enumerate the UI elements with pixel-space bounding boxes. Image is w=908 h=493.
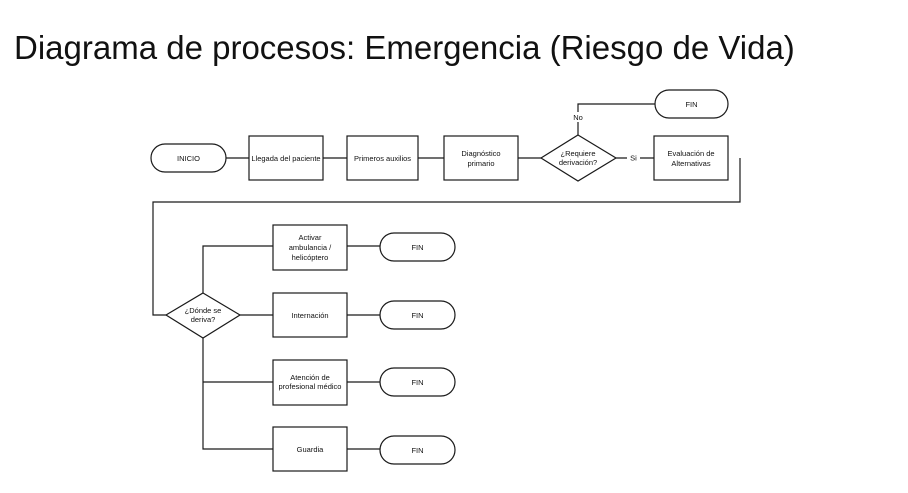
node-ambulance-label-1: Activar <box>299 233 322 242</box>
node-diagnosis-label-1: Diagnóstico <box>461 149 500 158</box>
node-evaluation: Evaluación de Alternativas <box>653 135 729 181</box>
node-evaluation-label-1: Evaluación de <box>667 149 714 158</box>
node-start: INICIO <box>150 143 227 173</box>
node-needs-referral-label-2: derivación? <box>559 158 597 167</box>
node-end-2-label: FIN <box>411 311 423 320</box>
edge-label-bg-yes <box>627 153 640 163</box>
node-start-label: INICIO <box>177 154 200 163</box>
connector-decision-no <box>577 103 655 135</box>
node-end-3-label: FIN <box>411 378 423 387</box>
node-end-top: FIN <box>654 89 729 119</box>
node-arrival-label: Llegada del paciente <box>251 154 320 163</box>
node-guard: Guardia <box>272 426 348 472</box>
node-where-referred-label-2: deriva? <box>191 315 216 324</box>
node-needs-referral: ¿Requiere derivación? <box>539 134 618 182</box>
node-arrival: Llegada del paciente <box>248 135 324 181</box>
node-evaluation-label-2: Alternativas <box>671 159 710 168</box>
node-first-aid-label: Primeros auxilios <box>354 154 411 163</box>
node-end-3: FIN <box>379 367 456 397</box>
edge-label-yes: Si <box>630 154 637 163</box>
node-professional-label-1: Atención de <box>290 373 330 382</box>
node-ambulance: Activar ambulancia / helicóptero <box>272 224 348 271</box>
edge-label-bg-no <box>571 112 585 122</box>
node-hospitalization-label: Internación <box>291 311 328 320</box>
connector-evaluation-where <box>152 158 741 316</box>
node-ambulance-label-3: helicóptero <box>292 253 329 262</box>
node-end-top-label: FIN <box>685 100 697 109</box>
node-end-1: FIN <box>379 232 456 262</box>
node-hospitalization: Internación <box>272 292 348 338</box>
node-end-2: FIN <box>379 300 456 330</box>
node-where-referred-label-1: ¿Dónde se <box>185 306 222 315</box>
node-needs-referral-label-1: ¿Requiere <box>560 149 595 158</box>
node-diagnosis: Diagnóstico primario <box>443 135 519 181</box>
connector-where-lower <box>202 338 273 450</box>
node-guard-label: Guardia <box>297 445 325 454</box>
connectors <box>152 103 741 450</box>
edge-label-no: No <box>573 113 583 122</box>
node-end-4-label: FIN <box>411 446 423 455</box>
node-where-referred: ¿Dónde se deriva? <box>164 292 242 339</box>
node-end-1-label: FIN <box>411 243 423 252</box>
node-end-4: FIN <box>379 435 456 465</box>
node-professional: Atención de profesional médico <box>272 359 348 406</box>
node-diagnosis-label-2: primario <box>467 159 494 168</box>
connector-where-branches <box>202 245 273 293</box>
node-ambulance-label-2: ambulancia / <box>289 243 332 252</box>
node-first-aid: Primeros auxilios <box>346 135 419 181</box>
page-title: Diagrama de procesos: Emergencia (Riesgo… <box>14 29 795 66</box>
node-professional-label-2: profesional médico <box>279 382 342 391</box>
